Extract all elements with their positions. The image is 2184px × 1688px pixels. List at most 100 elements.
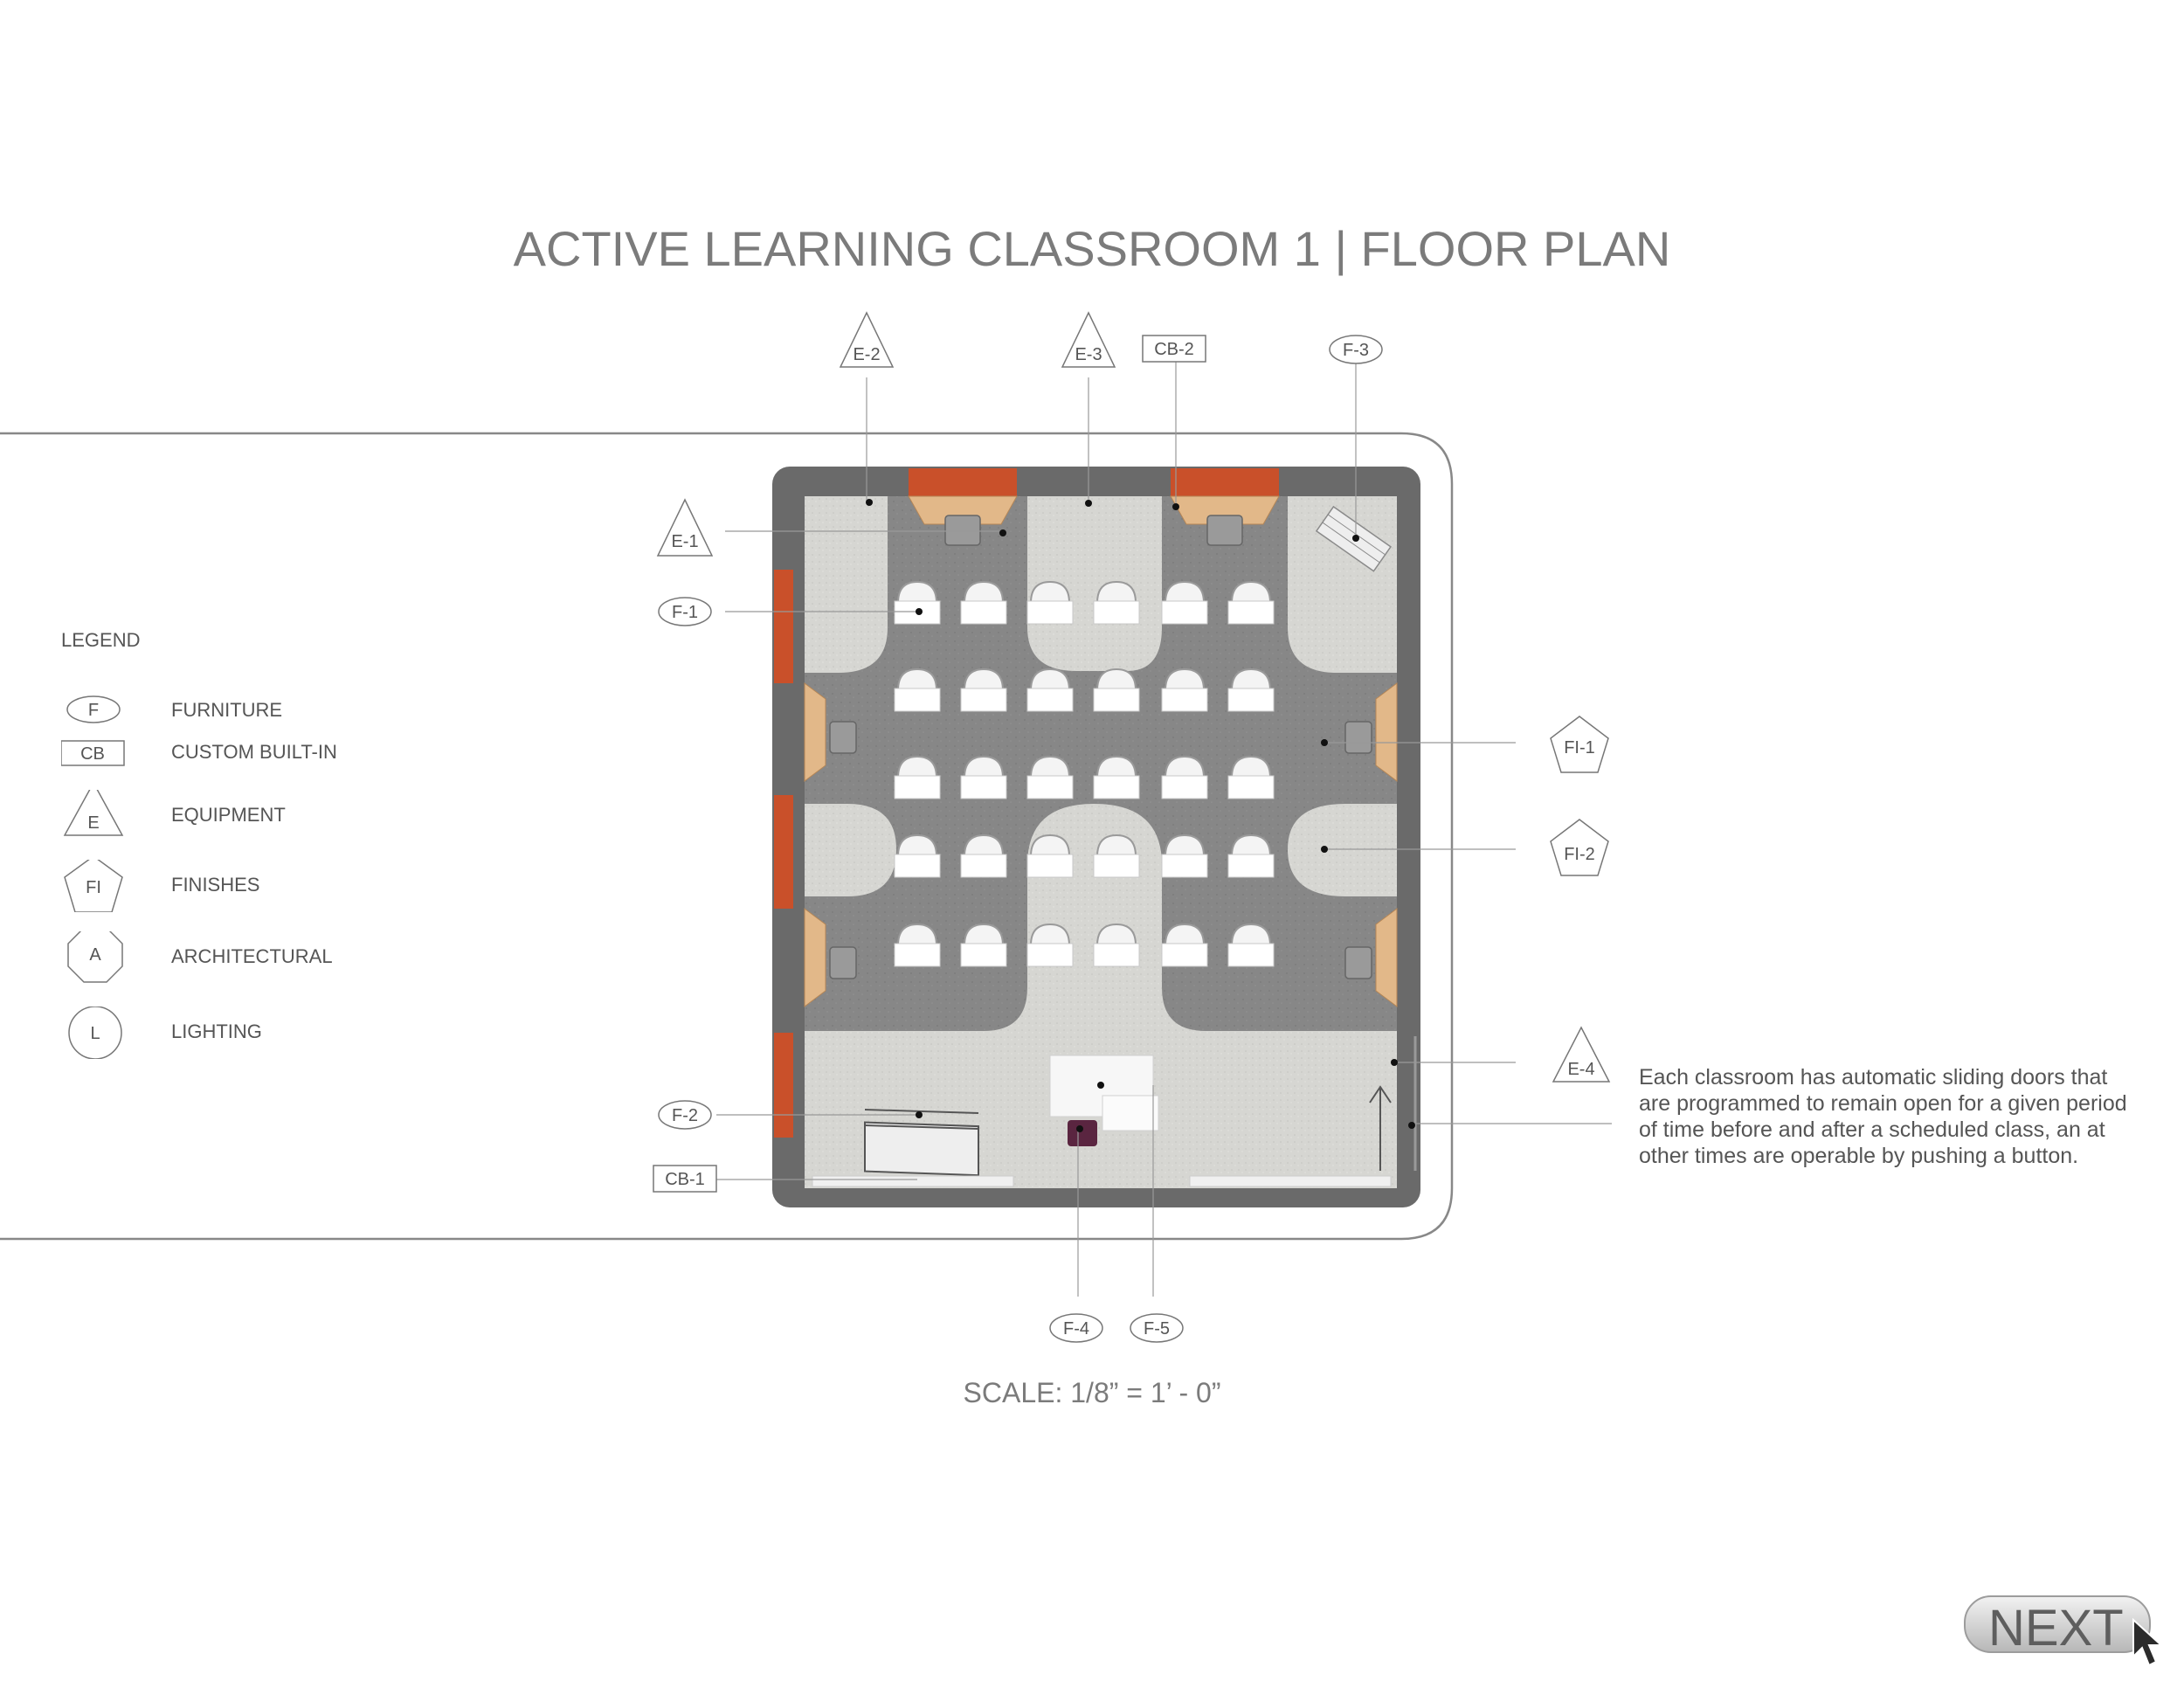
built-in-counter-right (1189, 1175, 1392, 1187)
legend-item-lighting: L LIGHTING (61, 1007, 428, 1059)
tag-cb-2: CB-2 (1142, 335, 1206, 363)
student-chair (894, 923, 941, 967)
student-chair (1161, 668, 1208, 712)
monitor-stations (804, 495, 1398, 1007)
furniture-symbol-icon: F (66, 695, 121, 723)
legend-item-furniture: F FURNITURE (61, 685, 428, 737)
built-in-counter-left (812, 1175, 1014, 1187)
accent-panel-top-left (909, 468, 1017, 496)
svg-text:F-1: F-1 (672, 603, 698, 622)
student-chair (894, 834, 941, 878)
tag-f-4: F-4 (1049, 1313, 1103, 1343)
legend-symbol-furniture: F (88, 701, 99, 720)
legend-label-equipment: EQUIPMENT (171, 804, 286, 826)
svg-text:F-4: F-4 (1063, 1319, 1089, 1339)
student-chair (960, 668, 1007, 712)
legend-item-architectural: A ARCHITECTURAL (61, 931, 428, 984)
legend-item-custom-built-in: CB CUSTOM BUILT-IN (61, 727, 428, 779)
bench-bottom-left (864, 1109, 979, 1177)
equipment-symbol-icon: E (63, 790, 124, 836)
svg-text:CB-2: CB-2 (1154, 340, 1194, 359)
student-chair (1227, 755, 1275, 799)
legend-symbol-finishes: FI (86, 878, 101, 897)
student-chair (960, 834, 1007, 878)
tag-e-1: E-1 (656, 498, 714, 557)
student-chair (960, 580, 1007, 625)
corridor-outline (0, 432, 1454, 1241)
student-chair (1026, 668, 1074, 712)
svg-text:F-3: F-3 (1343, 341, 1369, 360)
student-chair (1026, 580, 1074, 625)
mouse-pointer-icon (2132, 1618, 2164, 1667)
svg-text:E-3: E-3 (1075, 345, 1102, 364)
student-seating (894, 580, 1275, 967)
accent-panel-top-right (1171, 468, 1279, 496)
svg-text:F-2: F-2 (672, 1106, 698, 1125)
tag-f-2: F-2 (658, 1100, 712, 1130)
tag-fi-1: FI-1 (1550, 716, 1609, 773)
tag-fi-2: FI-2 (1550, 819, 1609, 876)
legend-heading: LEGEND (61, 629, 141, 651)
student-chair (1026, 923, 1074, 967)
architectural-symbol-icon: A (67, 931, 123, 983)
student-chair (1227, 668, 1275, 712)
finishes-symbol-icon: FI (64, 860, 123, 912)
legend-label-lighting: LIGHTING (171, 1020, 262, 1042)
legend-label-furniture: FURNITURE (171, 699, 283, 721)
drawing-scale: SCALE: 1/8” = 1’ - 0” (963, 1377, 1221, 1408)
student-chair (1093, 923, 1140, 967)
student-chair (960, 923, 1007, 967)
custom-built-in-symbol-icon: CB (61, 740, 125, 766)
svg-text:E-2: E-2 (853, 345, 880, 364)
legend-label-architectural: ARCHITECTURAL (171, 945, 333, 967)
student-chair (1161, 834, 1208, 878)
svg-text:F-5: F-5 (1144, 1319, 1170, 1339)
student-chair (1227, 923, 1275, 967)
legend-symbol-architectural: A (89, 945, 101, 965)
student-chair (960, 755, 1007, 799)
legend-symbol-custom-built-in: CB (80, 744, 105, 764)
leader-dots (866, 499, 1415, 1132)
svg-text:E-4: E-4 (1567, 1060, 1594, 1079)
legend-label-custom-built-in: CUSTOM BUILT-IN (171, 741, 337, 763)
accent-panel-left-1 (774, 570, 793, 683)
student-chair (1093, 580, 1140, 625)
legend-item-equipment: E EQUIPMENT (61, 790, 428, 842)
tag-e-2: E-2 (839, 311, 895, 368)
accent-panel-left-3 (774, 1033, 793, 1138)
tag-f-3: F-3 (1329, 335, 1383, 364)
next-button[interactable]: NEXT (1964, 1595, 2151, 1657)
legend-item-finishes: FI FINISHES (61, 860, 428, 912)
legend-symbol-equipment: E (87, 813, 99, 833)
student-chair (1093, 668, 1140, 712)
tag-cb-1: CB-1 (653, 1165, 717, 1193)
instructor-desk-return (1102, 1095, 1159, 1131)
next-button-label: NEXT (1988, 1600, 2124, 1657)
student-chair (1026, 755, 1074, 799)
student-chair (1227, 580, 1275, 625)
monitor-carts (829, 515, 1372, 979)
sliding-door-note: Each classroom has automatic sliding doo… (1639, 1065, 2127, 1168)
instructor-chair (1068, 1120, 1097, 1146)
student-chair (894, 668, 941, 712)
tag-f-1: F-1 (658, 597, 712, 626)
student-chair (1161, 580, 1208, 625)
tag-e-4: E-4 (1552, 1026, 1611, 1083)
accent-panel-left-2 (774, 795, 793, 909)
svg-text:FI-1: FI-1 (1564, 738, 1595, 758)
student-chair (894, 755, 941, 799)
legend-label-finishes: FINISHES (171, 874, 260, 896)
door-arrow-icon (1369, 1085, 1392, 1103)
tag-f-5: F-5 (1130, 1313, 1184, 1343)
student-chair (894, 580, 941, 625)
student-chair (1161, 755, 1208, 799)
student-chair (1093, 755, 1140, 799)
tag-e-3: E-3 (1061, 311, 1116, 368)
leader-lines (716, 362, 1612, 1297)
svg-text:CB-1: CB-1 (665, 1170, 705, 1189)
lighting-symbol-icon: L (68, 1007, 122, 1059)
student-chair (1093, 834, 1140, 878)
svg-text:FI-2: FI-2 (1564, 845, 1595, 864)
legend-symbol-lighting: L (90, 1024, 100, 1043)
